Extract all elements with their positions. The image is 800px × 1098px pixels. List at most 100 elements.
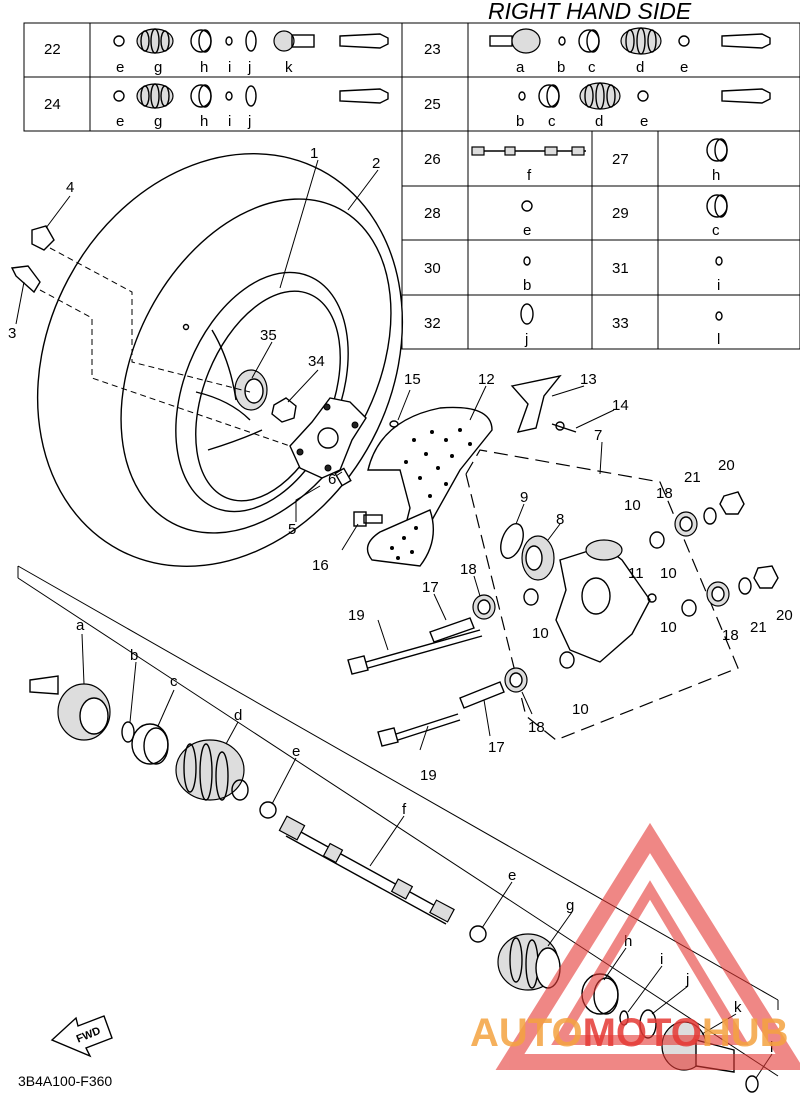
shaft-frame [17,565,779,1077]
kit-32-letter-j: j [524,331,528,348]
dashed-leaders [39,247,291,447]
shaft-label-h: h [624,933,632,950]
kit-32-circlip-icon [520,303,534,325]
watermark-text: AUTOMOTOHUB [470,1011,789,1055]
callout-4: 4 [66,179,74,196]
callout-numbers: 1 2 3 4 5 6 7 8 9 10 10 10 10 10 11 12 1… [8,145,793,784]
kit-row-26-27: 26 f 27 h [424,138,728,184]
kit-row-30-31: 30 b 31 i [424,256,723,294]
kit-30-letter-b: b [523,277,531,294]
kit-31-number: 31 [612,260,629,277]
kit-30-number: 30 [424,260,441,277]
kit-row-32-33: 32 j 33 l [424,303,723,348]
shaft-label-k: k [734,999,742,1016]
fwd-arrow-icon: FWD [50,1015,113,1058]
kit-24-letter-j: j [247,113,251,130]
kit-24-letter-h: h [200,113,208,130]
shaft-label-d: d [234,707,242,724]
kit-23-parts-icon [489,27,771,55]
kit-24-letter-i: i [228,113,231,130]
callout-1: 1 [310,145,318,162]
kit-22-letter-i: i [228,59,231,76]
callout-19-a: 19 [348,607,365,624]
kit-26-number: 26 [424,151,441,168]
knuckle-body [555,539,651,663]
callout-10-a: 10 [624,497,641,514]
kit-24-letter-e: e [116,113,124,130]
kit-29-number: 29 [612,205,629,222]
callout-12: 12 [478,371,495,388]
brake-disc-12 [366,406,493,567]
kit-22-letter-g: g [154,59,162,76]
stud-6 [334,467,352,487]
kit-23-letter-d: d [636,59,644,76]
shaft-label-f: f [402,801,407,818]
collars-17 [429,617,505,709]
callout-21-b: 21 [750,619,767,636]
kit-24-parts-icon [113,83,389,109]
shaft-label-e-lower: e [508,867,516,884]
watermark-part-hub: HUB [702,1011,789,1055]
kit-29-letter-c: c [712,222,720,239]
bolt-16 [353,511,383,527]
kit-row-25: 25 b c d e [424,82,771,130]
oil-seals-18 [472,511,730,693]
callout-18-b: 18 [460,561,477,578]
hub-5 [289,397,367,479]
axle-shaft-f [278,815,455,925]
callout-16: 16 [312,557,329,574]
kit-22-number: 22 [44,41,61,58]
callout-18-c: 18 [528,719,545,736]
callout-3: 3 [8,325,16,342]
kit-28-clip-icon [521,200,533,212]
valve-stem-3 [10,265,41,294]
callout-35: 35 [260,327,277,344]
nut-34 [271,397,297,423]
callout-10-d: 10 [660,565,677,582]
kit-30-ring-icon [523,256,531,266]
kit-33-letter-l: l [717,331,720,348]
boot-g [497,933,561,991]
kit-22-letter-k: k [285,59,293,76]
nuts-20 [719,491,779,589]
callout-11: 11 [628,565,644,582]
cv-joint-a [29,675,111,741]
kit-25-letter-b: b [516,113,524,130]
callout-20-b: 20 [776,607,793,624]
shaft-label-j: j [685,971,689,988]
bearing-35 [234,369,268,411]
ring-b [121,721,135,743]
clamp-c [131,723,169,765]
kit-23-number: 23 [424,41,441,58]
watermark-logo [495,822,800,1070]
pin-14 [551,421,577,433]
kit-23-letter-a: a [516,59,525,76]
kit-33-ring-icon [715,311,723,321]
callout-5: 5 [288,521,296,538]
knuckle-group-7-frame [465,449,739,741]
kit-table [23,22,800,350]
kit-27-letter-h: h [712,167,720,184]
kit-row-22: 22 e g h i j k [44,28,389,76]
washers-21 [703,507,752,595]
callout-34: 34 [308,353,325,370]
shaft-letter-labels: a b c d e f e g h i j k l [76,617,773,1056]
callout-20-a: 20 [718,457,735,474]
callout-7: 7 [594,427,602,444]
kit-25-number: 25 [424,96,441,113]
bolts-19 [347,629,483,747]
kit-24-number: 24 [44,96,61,113]
kit-row-28-29: 28 e 29 c [424,194,728,239]
callout-8: 8 [556,511,564,528]
callout-14: 14 [612,397,629,414]
kit-32-number: 32 [424,315,441,332]
clip-e-lower [469,925,487,943]
kit-23-letter-c: c [588,59,596,76]
callout-15: 15 [404,371,421,388]
kit-27-clamp-icon [706,138,728,162]
bearing-8 [521,535,555,581]
kit-25-letter-e: e [640,113,648,130]
grease-nipple-11 [647,593,657,603]
watermark-part-auto: AUTO [470,1011,583,1055]
